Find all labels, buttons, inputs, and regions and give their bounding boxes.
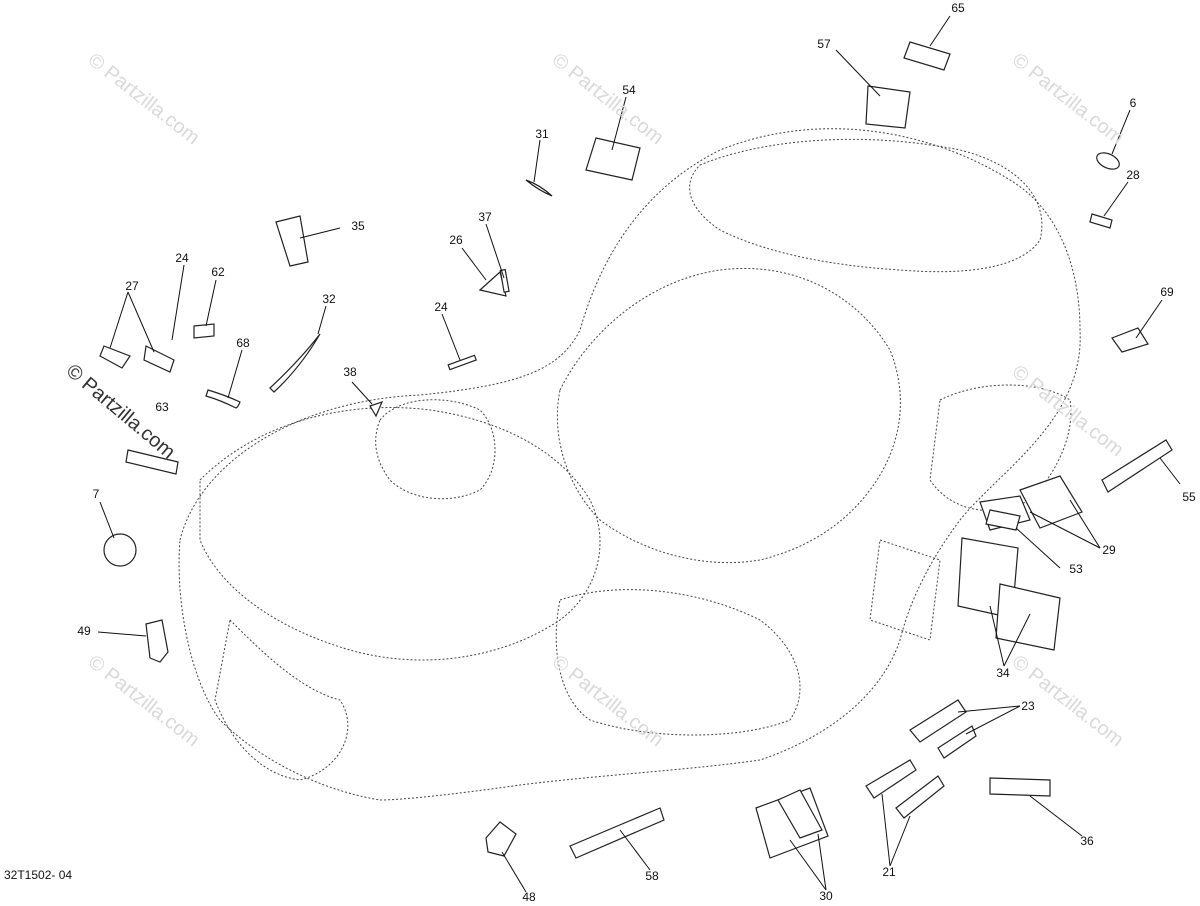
callout-label: 29 [1102,543,1116,557]
callout-label: 49 [77,624,91,638]
callout-label: 68 [236,336,250,350]
callout-label: 58 [645,869,659,883]
callout-label: 28 [1126,168,1140,182]
diagram-code: 32T1502- 04 [4,868,73,882]
callout-label: 57 [817,37,831,51]
callout-label: 69 [1160,285,1174,299]
part-35 [275,215,309,267]
callout-label: 53 [1069,562,1083,576]
part-27a [99,345,131,369]
callout-label: 31 [535,127,549,141]
part-68 [205,389,241,409]
callout-label: 23 [1021,699,1035,713]
callout-label: 63 [155,400,169,414]
callout-label: 65 [951,1,965,15]
callout-label: 24 [175,251,189,265]
callout-label: 32 [322,292,336,306]
callout-label: 35 [351,219,365,233]
callout-label: 54 [622,83,636,97]
callout-label: 26 [449,233,463,247]
part-36 [989,777,1051,797]
callout-label: 6 [1129,96,1137,110]
part-65 [903,41,951,71]
part-21a [865,759,917,799]
callout-label: 27 [125,279,139,293]
callout-label: 36 [1080,834,1094,848]
part-38 [369,401,384,418]
callout-label: 38 [343,365,357,379]
part-53 [985,509,1021,531]
atv-body-outline [178,128,1081,801]
callout-label: 37 [478,210,492,224]
part-58 [569,807,665,859]
callout-label: 7 [92,487,100,501]
callout-label: 24 [434,300,448,314]
part-49 [145,619,169,663]
callout-label: 62 [211,265,225,279]
part-55 [1101,439,1173,493]
part-57 [865,85,911,129]
part-23b [937,725,977,759]
part-24b [447,354,477,371]
callout-label: 30 [819,889,833,903]
parts [99,41,1173,859]
leader-lines [97,15,1181,893]
part-54 [585,137,641,181]
part-30b [777,789,823,839]
part-31 [525,179,553,197]
callout-label: 48 [522,890,536,904]
part-7 [103,533,137,567]
part-63 [125,449,179,475]
part-28 [1089,213,1113,229]
part-27b [143,345,175,373]
part-21b [895,775,945,819]
part-32 [269,333,321,393]
callout-label: 55 [1182,490,1196,504]
callout-label: 21 [882,865,896,879]
part-6 [1096,152,1120,170]
part-48 [485,821,517,857]
part-69 [1111,327,1149,353]
part-23a [909,699,967,743]
callout-label: 34 [996,666,1010,680]
part-37 [499,268,510,293]
part-62 [193,323,215,339]
